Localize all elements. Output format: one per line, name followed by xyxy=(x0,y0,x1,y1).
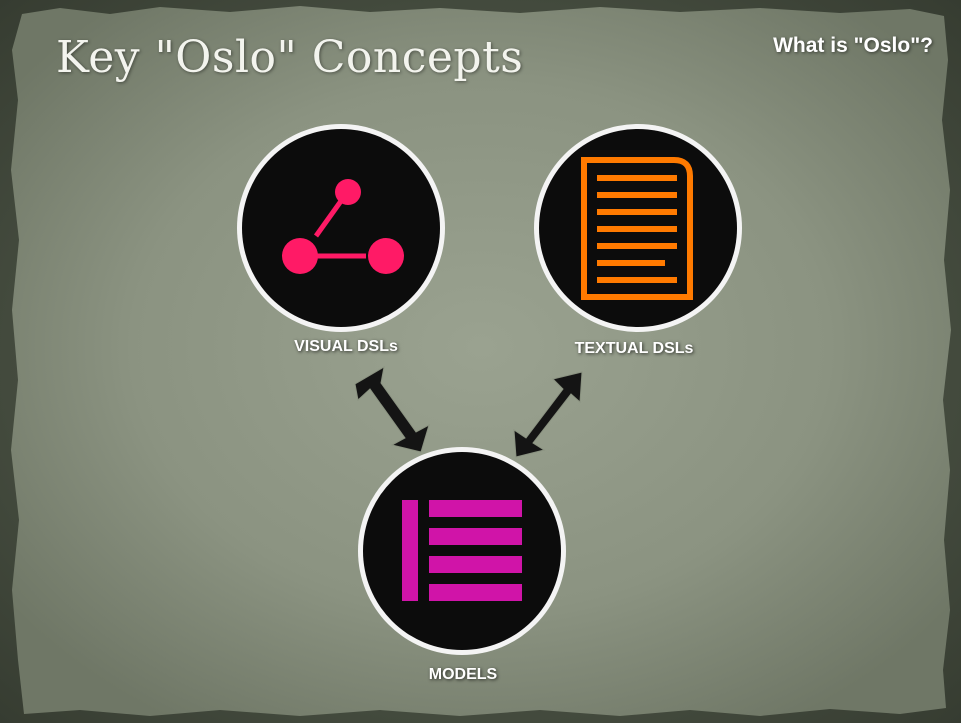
textual-dsls-node xyxy=(534,124,742,332)
models-node xyxy=(358,447,566,655)
graph-nodes-icon xyxy=(282,179,404,274)
arrow-textual-models xyxy=(513,371,583,458)
list-lines-icon xyxy=(402,500,522,601)
document-lines-icon xyxy=(581,157,693,300)
textual-dsls-label: TEXTUAL DSLs xyxy=(574,340,694,357)
slide-title: Key "Oslo" Concepts xyxy=(56,32,524,83)
slide-subtitle: What is "Oslo"? xyxy=(773,34,933,57)
arrow-visual-models xyxy=(354,366,430,453)
visual-dsls-label: VISUAL DSLs xyxy=(294,338,398,355)
models-label: MODELS xyxy=(428,666,498,683)
visual-dsls-node xyxy=(237,124,445,332)
